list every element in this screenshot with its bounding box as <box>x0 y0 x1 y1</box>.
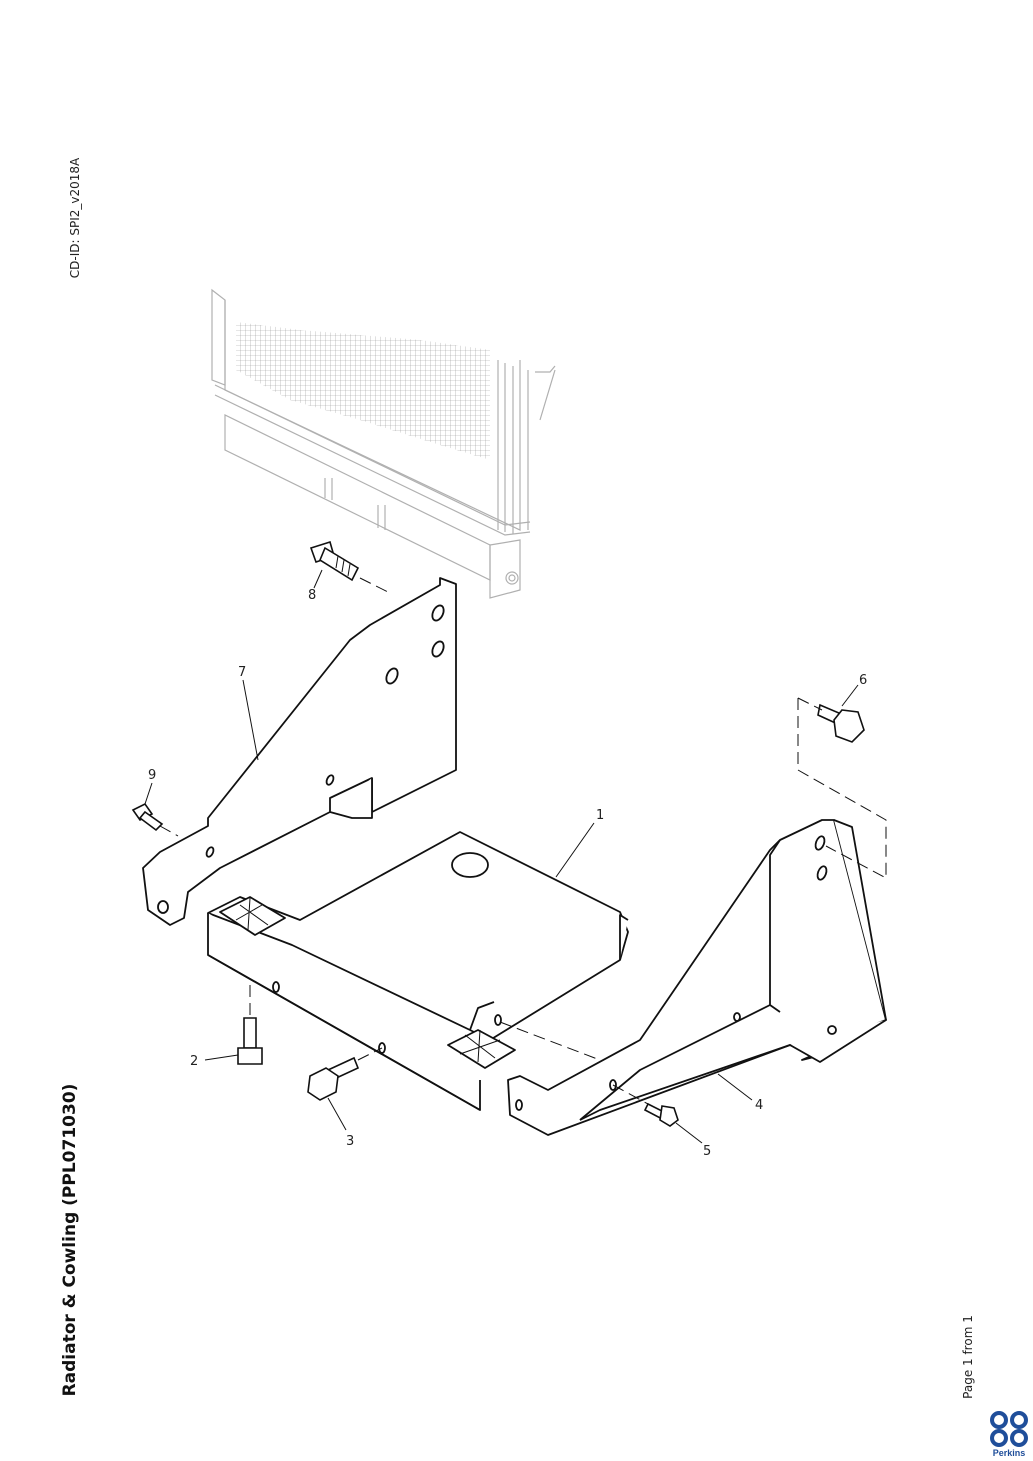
part-7-left-bracket <box>142 577 457 926</box>
logo-wordmark: Perkins <box>992 1448 1026 1458</box>
callout-9: 9 <box>148 768 156 783</box>
callout-2: 2 <box>190 1054 198 1069</box>
perkins-logo: Perkins <box>988 1410 1030 1458</box>
callout-8: 8 <box>308 588 316 603</box>
bolt-5 <box>643 1102 679 1127</box>
callout-1: 1 <box>596 808 604 823</box>
radiator-ghost <box>211 288 556 599</box>
part-4-right-bracket <box>507 819 887 1136</box>
callout-3: 3 <box>346 1134 354 1149</box>
perkins-logo-icon <box>990 1411 1028 1447</box>
callout-7: 7 <box>238 665 246 680</box>
bolt-9 <box>131 802 164 832</box>
bolt-3 <box>307 1056 360 1101</box>
bolt-6 <box>817 703 865 743</box>
part-1-mounting-plate <box>207 831 629 1111</box>
callout-4: 4 <box>755 1098 763 1113</box>
bolt-2 <box>237 1017 263 1065</box>
leader-lines <box>144 569 859 1144</box>
bolt-8 <box>309 540 360 582</box>
assembly-lines <box>159 577 887 1105</box>
callout-6: 6 <box>859 673 867 688</box>
callout-5: 5 <box>703 1144 711 1159</box>
